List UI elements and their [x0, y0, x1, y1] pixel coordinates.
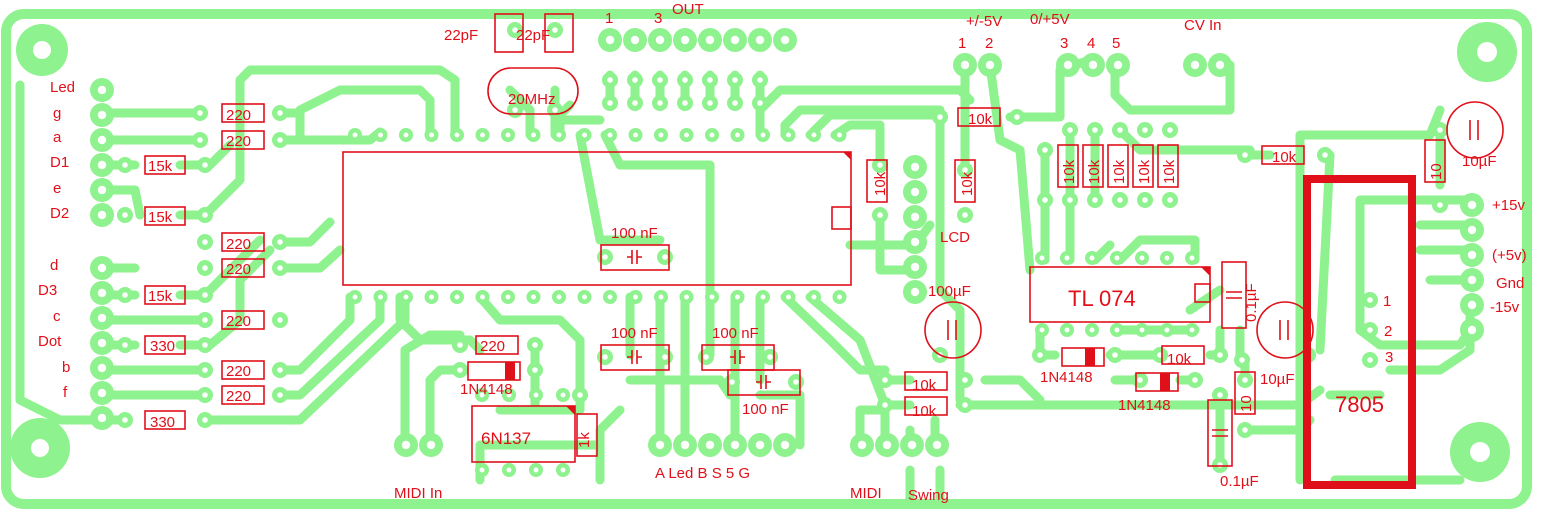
opto-label: 6N137: [481, 429, 531, 448]
r10k-label-3: 10k: [1167, 351, 1192, 368]
regulator-label: 7805: [1335, 392, 1384, 417]
r1k-label: 1k: [576, 432, 593, 448]
pin5-label: 5: [1112, 35, 1120, 52]
r330-label-2: 330: [150, 414, 175, 431]
c01uf-label: 0.1µF: [1220, 473, 1259, 490]
r220-label-8: 220: [480, 338, 505, 355]
pin1-label: 1: [958, 35, 966, 52]
power-b-label: 0/+5V: [1030, 11, 1070, 28]
r220-label-6: 220: [226, 363, 251, 380]
label-d1: D1: [50, 154, 69, 171]
out-label: OUT: [672, 1, 704, 18]
lcd-label: LCD: [940, 229, 970, 246]
label-led: Led: [50, 79, 75, 96]
regulator-highlight: [1303, 175, 1416, 489]
board-outline: [1, 9, 1532, 509]
diode-label-3: 1N4148: [1118, 397, 1171, 414]
r10k-label-2: 10k: [1272, 149, 1297, 166]
midi-in-label: MIDI In: [394, 485, 442, 502]
resistor-bodies: [144, 103, 1446, 457]
swing-label: Swing: [908, 487, 949, 504]
label-a: a: [53, 129, 62, 146]
label-d2: D2: [50, 205, 69, 222]
r10k-label-v2: 10k: [959, 171, 976, 196]
r10k-label-4: 10k: [912, 377, 937, 394]
diode-label-1: 1N4148: [460, 381, 513, 398]
label-d3: D3: [38, 282, 57, 299]
r330-label-1: 330: [150, 338, 175, 355]
copper-traces: [15, 55, 1475, 505]
mounting-holes: [10, 22, 1517, 482]
pin4-label: 4: [1087, 35, 1095, 52]
reg-pin3-label: 3: [1385, 349, 1393, 366]
r220-label-5: 220: [226, 313, 251, 330]
c100nf-label-1: 100 nF: [611, 225, 658, 242]
r220-label-1: 220: [226, 107, 251, 124]
label-g: g: [53, 105, 61, 122]
r10k-label-1: 10k: [968, 111, 993, 128]
c22pf-label-1: 22pF: [444, 27, 478, 44]
pads: [90, 22, 1484, 477]
c100nf-label-3: 100 nF: [712, 325, 759, 342]
c10uf-label-1: 10µF: [1462, 153, 1497, 170]
label-b: b: [62, 359, 70, 376]
label-f: f: [63, 384, 68, 401]
pin3-label: 3: [1060, 35, 1068, 52]
r15k-label-2: 15k: [148, 209, 173, 226]
out-pin1-label: 1: [605, 10, 613, 27]
r10k-label-v1: 10k: [872, 171, 889, 196]
bottom-row-label: A Led B S 5 G: [655, 465, 750, 482]
r220-label-7: 220: [226, 388, 251, 405]
r220-label-2: 220: [226, 133, 251, 150]
silkscreen: [144, 13, 1504, 489]
power-a-label: +/-5V: [966, 13, 1002, 30]
r10k-label-5: 10k: [912, 403, 937, 420]
c01uf-label-v: 0.1µF: [1243, 283, 1260, 322]
midi-label: MIDI: [850, 485, 882, 502]
r10k-label-v7: 10k: [1161, 159, 1178, 184]
c22pf-label-2: 22pF: [516, 27, 550, 44]
diode-label-2: 1N4148: [1040, 369, 1093, 386]
pin2-label: 2: [985, 35, 993, 52]
r10-label-1: 10: [1428, 163, 1445, 180]
r10k-label-v6: 10k: [1136, 159, 1153, 184]
cvin-label: CV In: [1184, 17, 1222, 34]
gnd-label: Gnd: [1496, 275, 1524, 292]
tl074-label: TL 074: [1068, 286, 1136, 311]
label-c: c: [53, 308, 61, 325]
m15v-label: -15v: [1490, 299, 1520, 316]
c100nf-label-2: 100 nF: [611, 325, 658, 342]
reg-pin2-label: 2: [1384, 323, 1392, 340]
r10k-label-v4: 10k: [1086, 159, 1103, 184]
r220-label-4: 220: [226, 261, 251, 278]
p5v-label: (+5v): [1492, 247, 1527, 264]
r15k-label-1: 15k: [148, 158, 173, 175]
label-dot: Dot: [38, 333, 62, 350]
r10k-label-v3: 10k: [1061, 159, 1078, 184]
out-pin3-label: 3: [654, 10, 662, 27]
labels: Led g a D1 e D2 d D3 c Dot b f 220 220 1…: [38, 1, 1527, 504]
c100uf-label: 100µF: [928, 283, 971, 300]
r15k-label-3: 15k: [148, 288, 173, 305]
crystal-label: 20MHz: [508, 91, 556, 108]
p15v-label: +15v: [1492, 197, 1525, 214]
r10k-label-v5: 10k: [1111, 159, 1128, 184]
reg-pin1-label: 1: [1383, 293, 1391, 310]
r220-label-3: 220: [226, 236, 251, 253]
r10-label-2: 10: [1238, 395, 1255, 412]
opto-outline: [471, 405, 576, 463]
c10uf-label-2: 10µF: [1260, 371, 1295, 388]
label-d: d: [50, 257, 58, 274]
c100nf-label-4: 100 nF: [742, 401, 789, 418]
label-e: e: [53, 180, 61, 197]
